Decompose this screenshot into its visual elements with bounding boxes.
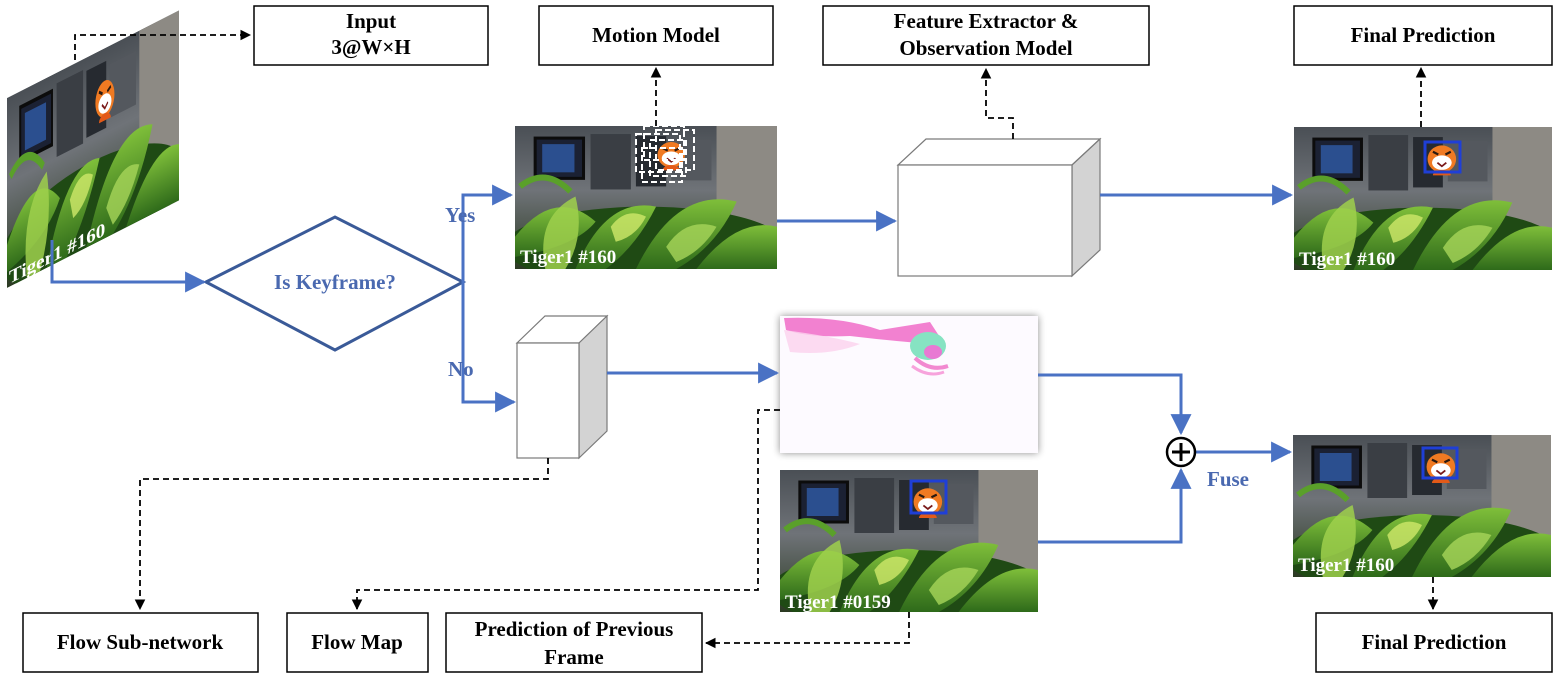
arrow-no-branch: [461, 282, 517, 413]
arrow-flowmap-to-fuse: [1038, 373, 1192, 436]
observation-model-label: Observation Model: [899, 36, 1072, 60]
feature-extractor-label: Feature Extractor &: [894, 9, 1079, 33]
flow-subnetwork-box: Flow Sub-network: [22, 612, 259, 673]
fuse-operator-icon: [1165, 436, 1197, 468]
flow-subnetwork-label: Flow Sub-network: [57, 630, 224, 654]
fused-bbox: [1421, 446, 1459, 480]
previous-frame-image: Tiger1 #0159: [770, 470, 1048, 613]
flow-arrows: [50, 184, 1294, 544]
previous-prediction-box: Prediction of Previous Frame: [445, 612, 703, 673]
candidate-sample-boxes: [635, 125, 695, 183]
final-prediction-top-label: Final Prediction: [1351, 23, 1496, 47]
feature-extractor-box: Feature Extractor & Observation Model: [822, 5, 1150, 66]
flow-map-box: Flow Map: [286, 612, 429, 673]
input-frame-image: Tiger1 #160: [0, 7, 185, 289]
final-prediction-top-image: Tiger1 #160: [1284, 127, 1556, 270]
motion-model-box: Motion Model: [538, 5, 774, 66]
dashed-flowmap-to-flowmapbox: [351, 409, 780, 611]
tracking-bbox: [1423, 140, 1462, 174]
feature-extractor-block: [896, 137, 1102, 278]
arrow-input-to-decision: [50, 240, 207, 293]
previous-frame-label: Tiger1 #0159: [785, 592, 891, 613]
yes-label: Yes: [445, 203, 475, 227]
keyframe-label: Tiger1 #160: [520, 247, 616, 268]
final-prediction-bottom-box: Final Prediction: [1315, 612, 1553, 673]
flow-map-image: [780, 316, 1038, 453]
input-dimensions: 3@W×H: [331, 35, 410, 59]
fuse-label: Fuse: [1207, 467, 1249, 491]
input-box: Input 3@W×H: [253, 5, 489, 66]
dashed-flownet-to-subnetwork: [134, 458, 549, 611]
decision-label: Is Keyframe?: [274, 270, 396, 294]
dashed-previous-to-predbox: [704, 612, 910, 649]
flow-map-label: Flow Map: [311, 630, 403, 654]
dashed-input-to-inputbox: [74, 29, 252, 60]
no-label: No: [448, 357, 474, 381]
annotation-arrows: [74, 29, 1439, 649]
previous-prediction-label: Prediction of Previous: [475, 617, 674, 641]
flow-subnetwork-block: [515, 314, 609, 460]
arrow-previous-to-fuse: [1038, 467, 1192, 544]
keyframe-image: Tiger1 #160: [505, 125, 787, 287]
keyframe-decision: Is Keyframe?: [202, 215, 467, 352]
arrow-yes-branch: [461, 184, 514, 282]
final-prediction-bottom-label: Final Prediction: [1362, 630, 1507, 654]
final-bottom-frame-label: Tiger1 #160: [1298, 555, 1394, 576]
dashed-extractor-to-featurebox: [980, 67, 1014, 139]
previous-bbox: [909, 479, 948, 515]
motion-model-label: Motion Model: [592, 23, 720, 47]
input-label: Input: [346, 9, 396, 33]
previous-frame-label: Frame: [544, 645, 603, 669]
final-prediction-bottom-image: Tiger1 #160: [1283, 435, 1556, 595]
final-top-frame-label: Tiger1 #160: [1299, 249, 1395, 270]
final-prediction-top-box: Final Prediction: [1293, 5, 1553, 66]
